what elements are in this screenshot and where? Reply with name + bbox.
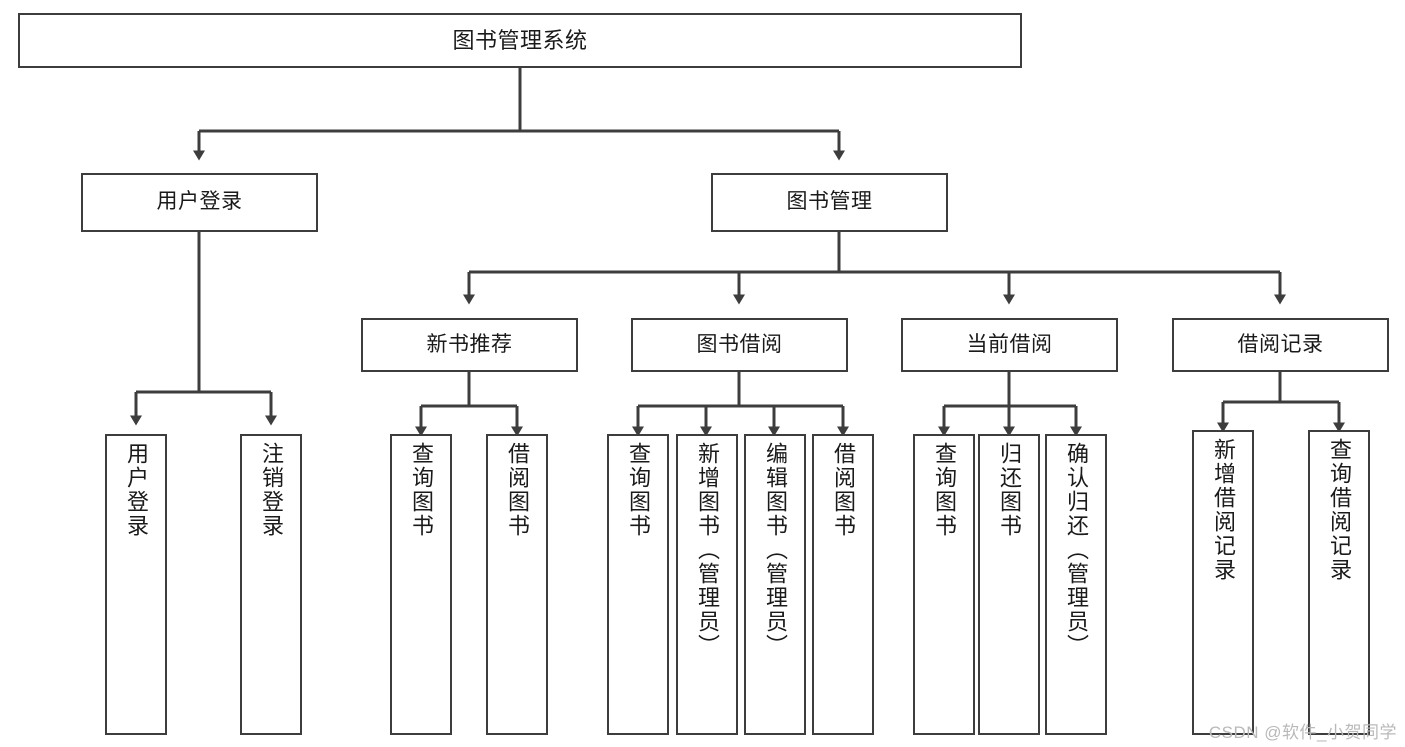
node-label: 当前借阅	[966, 332, 1053, 356]
node-user-login[interactable]: 用户登录	[81, 173, 318, 232]
leaf-current-return-book[interactable]: 归还图书	[978, 434, 1040, 735]
node-label: 注销登录	[259, 442, 284, 538]
leaf-current-confirm-return-admin[interactable]: 确认归还（管理员）	[1045, 434, 1107, 735]
node-label: 图书管理系统	[452, 27, 588, 53]
node-label: 图书借阅	[696, 332, 783, 356]
leaf-record-query-record[interactable]: 查询借阅记录	[1308, 430, 1370, 735]
leaf-borrow-edit-book-admin[interactable]: 编辑图书（管理员）	[744, 434, 806, 735]
leaf-record-add-record[interactable]: 新增借阅记录	[1192, 430, 1254, 735]
node-borrow-record[interactable]: 借阅记录	[1172, 318, 1389, 372]
leaf-user-login-login[interactable]: 用户登录	[105, 434, 167, 735]
leaf-user-login-logout[interactable]: 注销登录	[240, 434, 302, 735]
node-label: 借阅图书	[505, 442, 530, 538]
node-new-book-recommend[interactable]: 新书推荐	[361, 318, 578, 372]
node-root-system[interactable]: 图书管理系统	[18, 13, 1022, 68]
node-book-borrow[interactable]: 图书借阅	[631, 318, 848, 372]
node-label: 借阅记录	[1237, 332, 1324, 356]
node-label: 借阅图书	[831, 442, 856, 538]
node-label: 查询图书	[409, 442, 434, 538]
node-label: 编辑图书（管理员）	[763, 442, 788, 658]
leaf-borrow-borrow-book[interactable]: 借阅图书	[812, 434, 874, 735]
node-label: 新增图书（管理员）	[695, 442, 720, 658]
node-label: 查询借阅记录	[1327, 438, 1352, 582]
leaf-current-query-book[interactable]: 查询图书	[913, 434, 975, 735]
node-label: 图书管理	[786, 190, 873, 214]
leaf-borrow-add-book-admin[interactable]: 新增图书（管理员）	[676, 434, 738, 735]
leaf-recommend-query-book[interactable]: 查询图书	[390, 434, 452, 735]
node-label: 用户登录	[124, 442, 149, 538]
watermark-csdn: CSDN @软件_小贺同学	[1208, 723, 1397, 742]
node-label: 确认归还（管理员）	[1064, 442, 1089, 658]
node-book-management[interactable]: 图书管理	[711, 173, 948, 232]
node-label: 归还图书	[997, 442, 1022, 538]
node-current-borrow[interactable]: 当前借阅	[901, 318, 1118, 372]
node-label: 查询图书	[626, 442, 651, 538]
node-label: 新增借阅记录	[1211, 438, 1236, 582]
leaf-recommend-borrow-book[interactable]: 借阅图书	[486, 434, 548, 735]
node-label: 用户登录	[156, 190, 243, 214]
node-label: 新书推荐	[426, 332, 513, 356]
leaf-borrow-query-book[interactable]: 查询图书	[607, 434, 669, 735]
node-label: 查询图书	[932, 442, 957, 538]
